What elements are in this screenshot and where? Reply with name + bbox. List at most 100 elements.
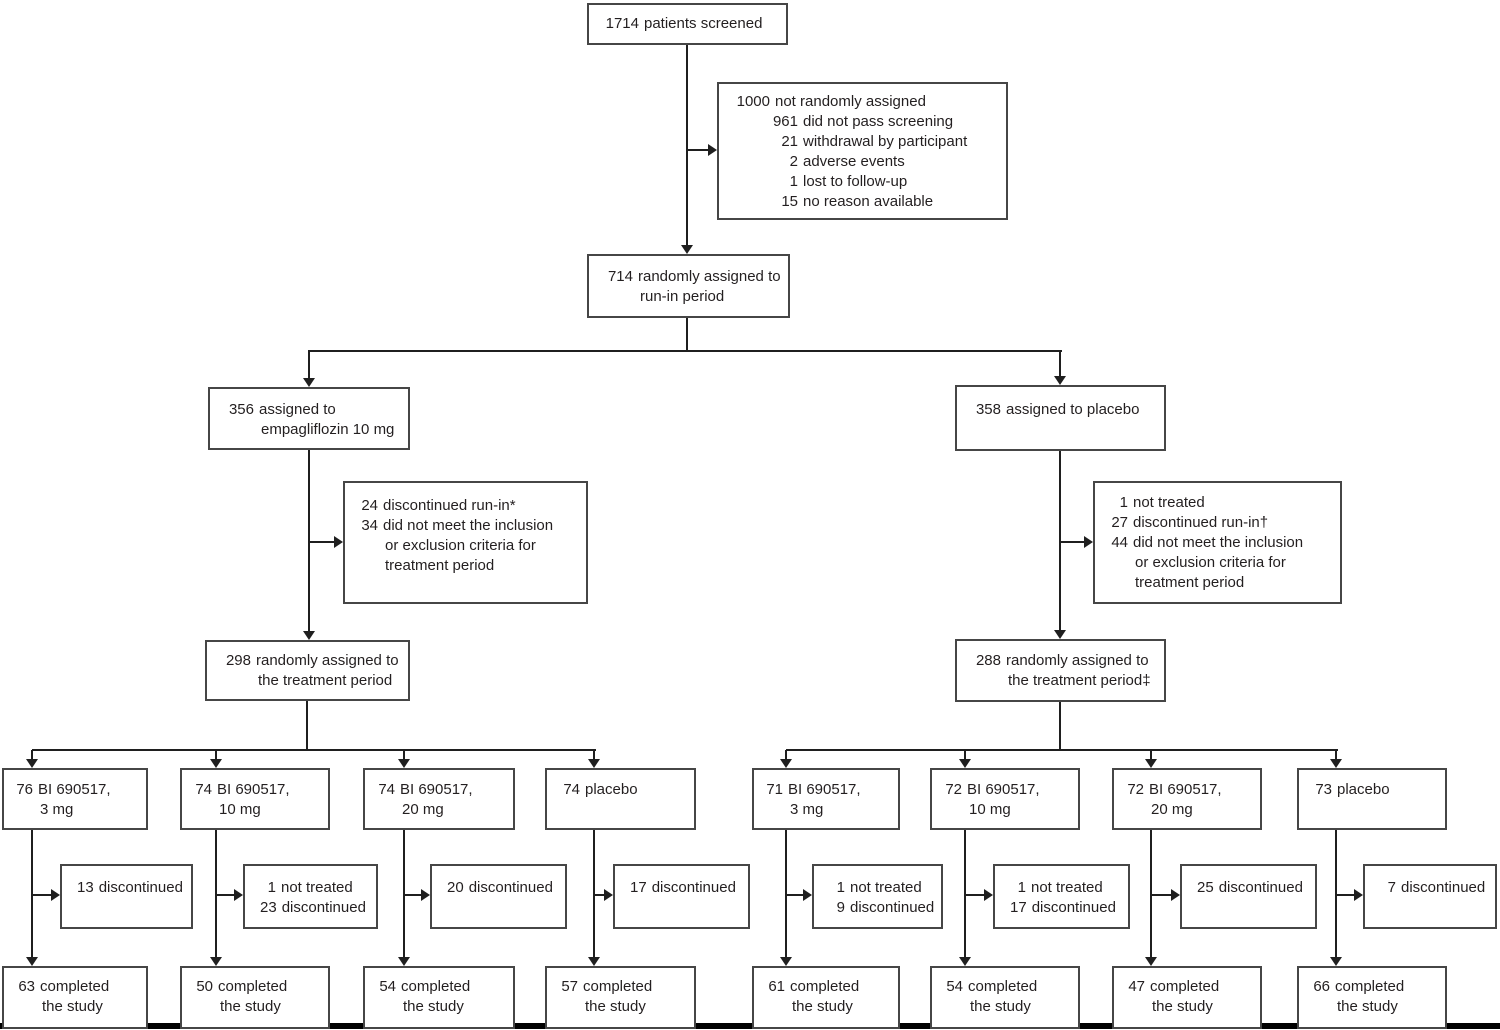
box-label: discontinued [98,879,183,896]
arrow-down-icon [588,759,600,768]
flow-line-vertical [1059,702,1061,751]
count-value: 1714 [605,15,639,32]
count-value: 2 [789,153,798,170]
count-value: 25 [1197,879,1214,896]
count-value: 61 [768,978,785,995]
box-label: 10 mg [219,801,261,818]
box-line: the treatment period [223,671,402,691]
flow-line-vertical [31,750,33,760]
bottom-rule [0,1023,1500,1029]
arrow-right-icon [803,889,812,901]
arrow-right-icon [234,889,243,901]
box-label: BI 690517, [1149,781,1222,798]
box-label: the study [1152,998,1213,1015]
box-label: lost to follow-up [803,173,908,190]
box-label: discontinued [651,879,736,896]
count-value: 63 [18,978,35,995]
count-value: 72 [1127,781,1144,798]
box-line: the study [18,997,140,1017]
arrow-down-icon [1054,376,1066,385]
box-label: the study [1337,998,1398,1015]
box-label: completed [583,978,653,995]
count-value: 74 [195,781,212,798]
box-label: discontinued run-in* [383,497,516,514]
count-value: 76 [16,781,33,798]
box-line: the study [768,997,892,1017]
count-value: 1 [836,879,845,896]
box-label: completed [1335,978,1405,995]
box-label: the study [585,998,646,1015]
arrow-down-icon [26,759,38,768]
arrow-right-icon [51,889,60,901]
count-value: 47 [1128,978,1145,995]
count-value: 714 [607,268,633,285]
arrow-right-icon [421,889,430,901]
arrow-down-icon [1145,957,1157,966]
box-label: run-in period [640,288,725,305]
box-label: or exclusion criteria for [385,537,536,554]
box-label: discontinued run-in† [1133,514,1269,531]
flow-line-horizontal [594,894,604,896]
arrow-right-icon [1171,889,1180,901]
box-line: 20 mg [1127,800,1254,820]
box-label: discontinued [1218,879,1303,896]
count-value: 13 [77,879,94,896]
box-label: not randomly assigned [775,93,926,110]
count-value: 15 [781,193,798,210]
flow-line-horizontal [1151,894,1171,896]
flow-line-horizontal [1336,894,1354,896]
arrow-down-icon [1054,630,1066,639]
box-line: the study [379,997,507,1017]
box-line: 10 mg [195,800,322,820]
box-label: completed [968,978,1038,995]
flow-line-vertical [785,750,787,760]
box-label: BI 690517, [38,781,111,798]
flow-line-horizontal [786,894,803,896]
count-value: 74 [563,781,580,798]
box-label: or exclusion criteria for [1135,554,1286,571]
arrow-right-icon [1354,889,1363,901]
count-value: 17 [1010,899,1027,916]
count-value: 1000 [736,93,770,110]
count-value: 27 [1111,514,1128,531]
box-label: not treated [1133,494,1205,511]
arrow-right-icon [1084,536,1093,548]
box-line: 76 BI 690517, [16,780,140,800]
box-label: treatment period [385,557,495,574]
flow-line-horizontal [32,749,596,751]
box-label: discontinued [281,899,366,916]
box-line: the study [1313,997,1439,1017]
flow-line-vertical [308,351,310,378]
count-value: 54 [946,978,963,995]
box-label: withdrawal by participant [803,133,968,150]
box-line: 3 mg [766,800,892,820]
box-label: not treated [281,879,353,896]
box-label: 3 mg [40,801,74,818]
arrow-down-icon [780,759,792,768]
flow-line-vertical [308,450,310,631]
box-label: completed [401,978,471,995]
arrow-down-icon [1330,957,1342,966]
box-label: adverse events [803,153,905,170]
